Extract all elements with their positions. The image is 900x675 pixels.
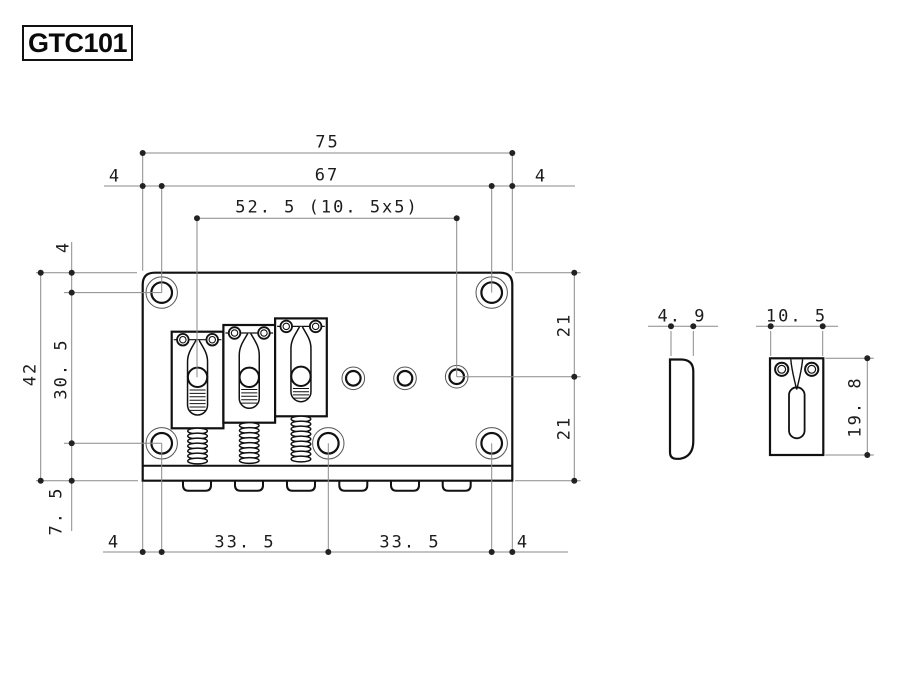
intonation-spring-1 [187, 427, 209, 465]
dim-saddle-length: 19. 8 [845, 375, 866, 438]
string-tab [441, 480, 472, 492]
saddle-side-view [668, 358, 695, 460]
dim-edge-to-hole-bottom-right: 4 [516, 532, 530, 552]
saddle-3 [274, 317, 328, 418]
dim-plate-top-to-hole: 4 [53, 240, 73, 254]
dim-string-spread: 52. 5 (10. 5x5) [235, 197, 419, 217]
string-tab [390, 480, 420, 492]
dim-mount-hole-span-v: 30. 5 [51, 338, 71, 400]
dim-edge-to-hole-top-left: 4 [108, 166, 122, 186]
intonation-spring-3 [290, 415, 312, 463]
part-number-box: GTC101 [22, 25, 133, 61]
dim-saddle-width: 10. 5 [765, 306, 828, 327]
dim-hole-span-bottom-left: 33. 5 [214, 532, 276, 552]
string-tab [286, 480, 316, 492]
dim-overall-height: 42 [20, 361, 40, 387]
part-number: GTC101 [27, 27, 128, 58]
dimension-dots [37, 150, 871, 555]
height-screw [774, 361, 790, 377]
dim-mount-hole-span-h: 67 [314, 165, 340, 186]
saddle-2 [222, 323, 277, 424]
height-screw [176, 333, 190, 347]
intonation-slot [788, 386, 806, 440]
string-hole [341, 366, 366, 391]
dim-overall-width: 75 [315, 132, 340, 152]
height-screw [227, 326, 242, 340]
height-screw [279, 319, 293, 334]
dim-edge-to-hole-bottom-left: 4 [107, 532, 121, 552]
string-tab [182, 480, 212, 492]
height-screw [257, 326, 271, 340]
saddle-top-view [768, 357, 825, 457]
dim-saddle-thickness: 4. 9 [657, 306, 707, 327]
dim-hole-span-bottom-right: 33. 5 [379, 532, 441, 552]
string-tab [234, 480, 264, 492]
height-screw [205, 333, 219, 347]
dim-hole-to-bottom-edge: 7. 5 [46, 486, 66, 536]
dim-string-line-to-bottom: 21 [554, 415, 574, 441]
string-tab [338, 480, 369, 492]
dim-top-to-string-line: 21 [554, 312, 574, 337]
string-hole [393, 366, 417, 391]
height-screw [308, 319, 323, 334]
string-notch [790, 359, 804, 390]
intonation-spring-2 [238, 421, 260, 465]
dim-edge-to-hole-top-right: 4 [534, 166, 548, 186]
saddle-1 [170, 330, 225, 430]
height-screw [804, 361, 820, 377]
